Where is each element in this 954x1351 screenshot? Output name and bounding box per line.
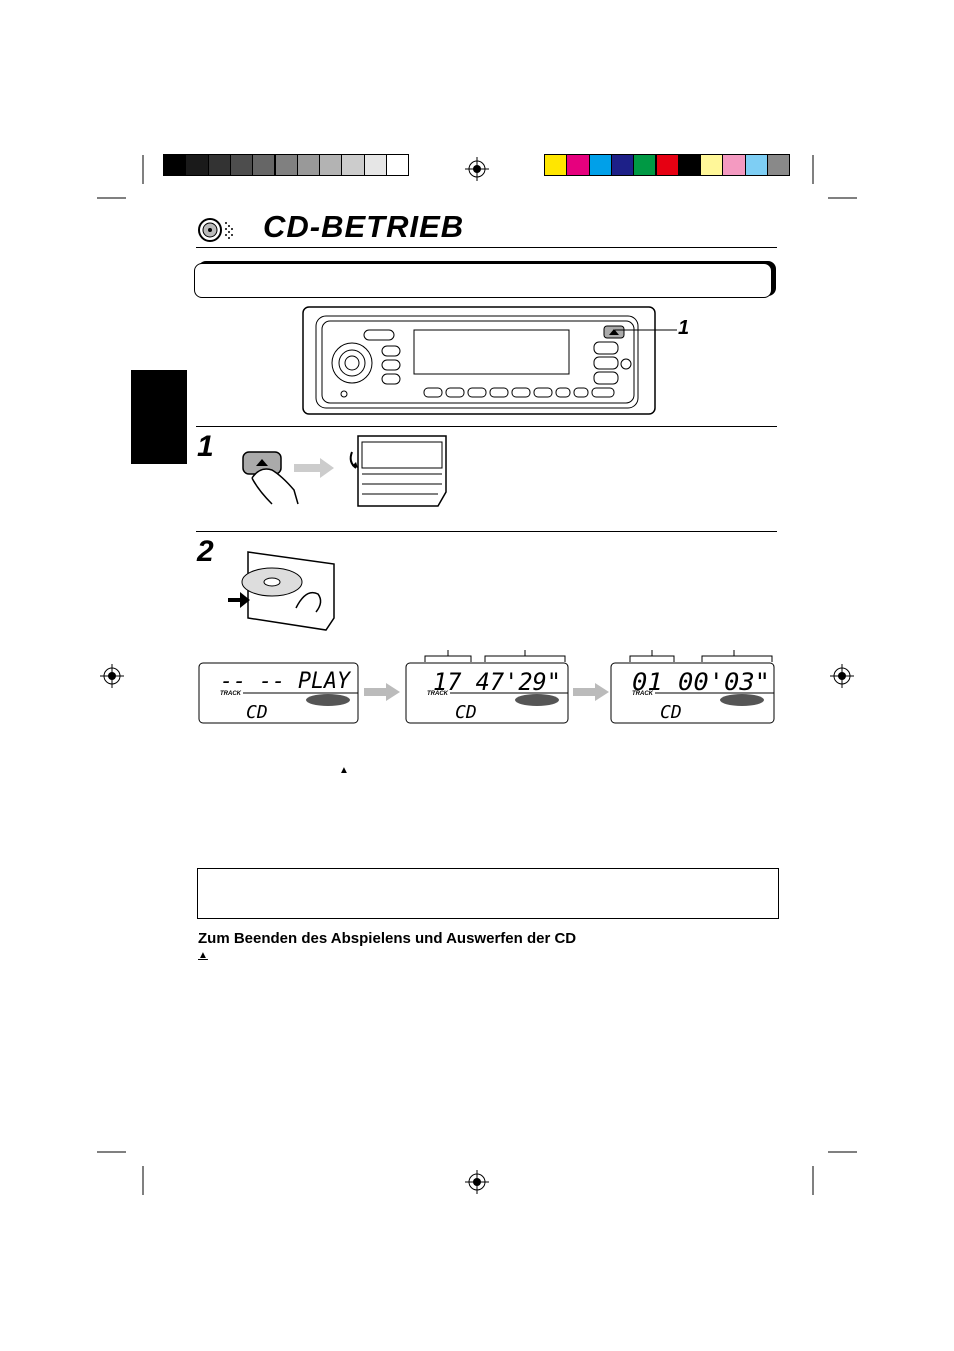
step-divider bbox=[196, 531, 777, 532]
registration-target-icon bbox=[465, 1170, 489, 1194]
step-number: 2 bbox=[197, 535, 214, 568]
panel-open-illustration bbox=[349, 435, 447, 507]
color-swatch bbox=[566, 154, 590, 176]
color-swatch bbox=[677, 154, 702, 176]
display-bottom-text: CD bbox=[246, 702, 268, 723]
color-swatch bbox=[588, 154, 612, 176]
arrow-right-icon bbox=[364, 683, 400, 701]
lcd-display-3: 01 00'03" TRACK CD bbox=[610, 650, 775, 724]
cd-icon bbox=[198, 218, 233, 242]
display-top-text: 17 47'29" bbox=[433, 668, 561, 696]
color-swatch bbox=[386, 154, 410, 176]
color-swatch bbox=[163, 154, 187, 176]
press-eject-illustration bbox=[242, 451, 334, 505]
color-swatch bbox=[363, 154, 387, 176]
display-indicator: TRACK bbox=[427, 691, 449, 697]
eject-icon: ▲ bbox=[339, 765, 349, 776]
language-tab bbox=[131, 370, 187, 464]
arrow-right-icon bbox=[573, 683, 609, 701]
lcd-display-1: -- -- PLAY TRACK CD bbox=[198, 662, 359, 724]
color-swatch bbox=[341, 154, 365, 176]
registration-target-icon bbox=[830, 664, 854, 688]
registration-target-icon bbox=[465, 157, 489, 181]
display-bottom-text: CD bbox=[455, 702, 477, 723]
section-heading: Zum Beenden des Abspielens und Auswerfen… bbox=[198, 930, 577, 947]
note-box bbox=[197, 868, 779, 919]
color-swatch bbox=[700, 154, 724, 176]
color-swatch bbox=[655, 154, 679, 176]
registration-target-icon bbox=[100, 664, 124, 688]
display-indicator: TRACK bbox=[220, 691, 242, 697]
car-stereo-illustration bbox=[302, 306, 656, 415]
title-rule bbox=[196, 247, 777, 248]
display-top-text: -- -- PLAY bbox=[220, 669, 352, 694]
display-top-text: 01 00'03" bbox=[632, 668, 770, 696]
color-swatch bbox=[744, 154, 768, 176]
callout-leader-line bbox=[615, 329, 677, 331]
lcd-display-2: 17 47'29" TRACK CD bbox=[405, 650, 569, 724]
page-title: CD-BETRIEB bbox=[263, 209, 465, 244]
display-bottom-text: CD bbox=[660, 702, 682, 723]
eject-icon: ▲ bbox=[198, 950, 208, 961]
color-swatch bbox=[319, 154, 343, 176]
color-swatch bbox=[296, 154, 321, 176]
color-swatch bbox=[229, 154, 254, 176]
step-number: 1 bbox=[197, 430, 214, 463]
color-swatch bbox=[767, 154, 791, 176]
color-swatch bbox=[544, 154, 568, 176]
color-swatch bbox=[274, 154, 298, 176]
callout-number: 1 bbox=[678, 317, 690, 339]
section-banner bbox=[194, 263, 772, 298]
color-swatch bbox=[722, 154, 746, 176]
color-swatch bbox=[207, 154, 231, 176]
insert-cd-illustration bbox=[228, 551, 335, 631]
color-swatch bbox=[610, 154, 635, 176]
color-swatch bbox=[185, 154, 209, 176]
display-indicator: TRACK bbox=[632, 691, 654, 697]
color-swatch bbox=[252, 154, 276, 176]
step-divider bbox=[196, 426, 777, 427]
color-swatch bbox=[633, 154, 657, 176]
